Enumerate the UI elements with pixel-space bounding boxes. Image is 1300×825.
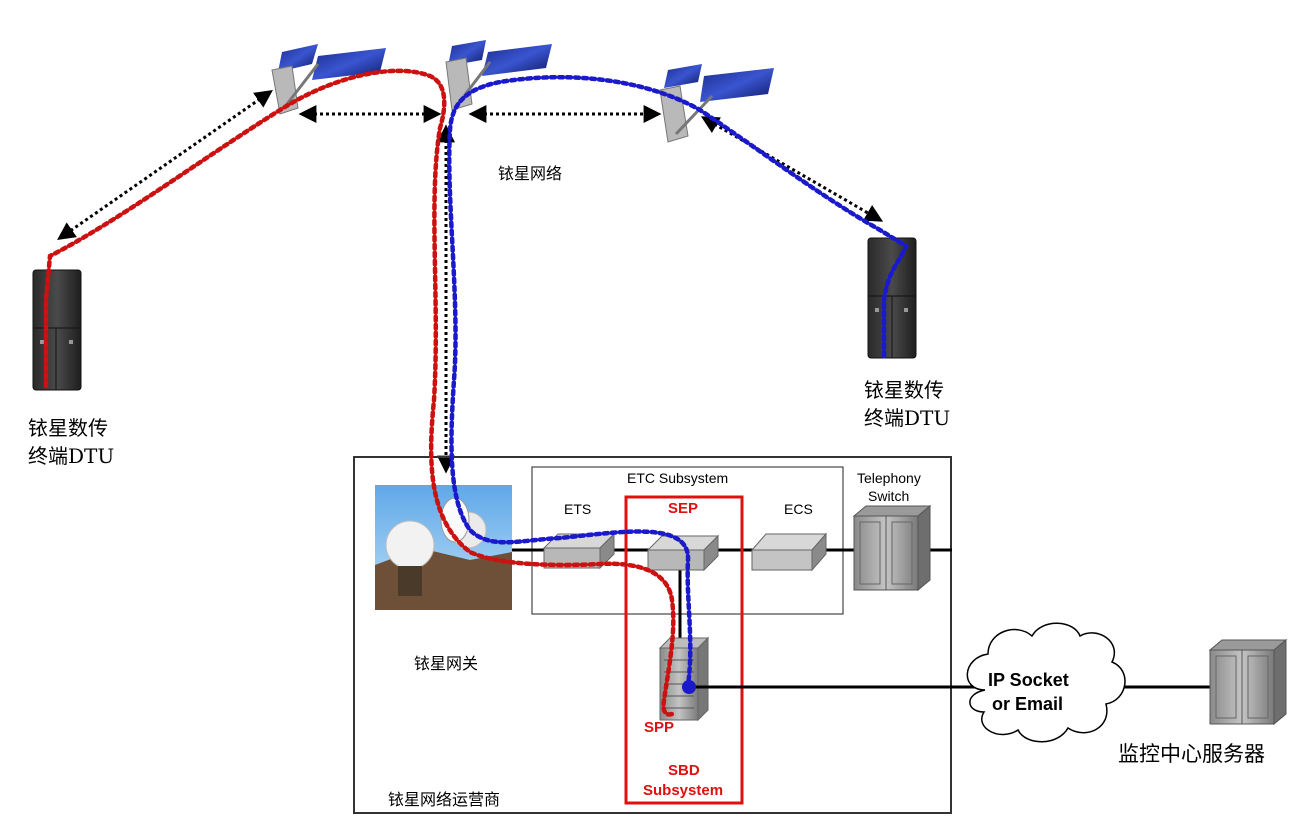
sbd-label-line1: SBD: [668, 762, 700, 779]
telephony-label-line1: Telephony: [857, 470, 921, 486]
dtu-left-label-line2: 终端DTU: [28, 444, 115, 468]
gateway-label: 铱星网关: [414, 654, 479, 673]
etc-subsystem-label: ETC Subsystem: [627, 470, 729, 486]
cloud-label-line1: IP Socket: [988, 670, 1069, 690]
monitor-server-label: 监控中心服务器: [1118, 742, 1265, 766]
cloud-label-line2: or Email: [992, 694, 1064, 714]
telephony-label-line2: Switch: [868, 488, 910, 504]
blue-data-path: [447, 75, 909, 689]
ets-label: ETS: [564, 501, 592, 517]
telephony-switch: [852, 504, 932, 592]
sbd-subsystem-box: [624, 495, 744, 805]
spp-blue-dot: [682, 680, 696, 694]
ecs-label: ECS: [784, 501, 813, 517]
sbd-label-line2: Subsystem: [643, 782, 724, 799]
monitor-server: [1208, 638, 1288, 726]
red-data-path: [43, 68, 676, 717]
gateway-photo: [375, 485, 512, 610]
dtu-right-label-line2: 终端DTU: [864, 406, 951, 430]
dtu-right-label-line1: 铱星数传: [864, 378, 944, 402]
dtu-right: [867, 237, 917, 359]
ip-cloud: [966, 622, 1126, 743]
operator-box: [353, 456, 952, 814]
black-links: [57, 89, 884, 474]
iridium-network-label: 铱星网络: [498, 164, 563, 183]
spp-label: SPP: [644, 719, 675, 736]
sep-label: SEP: [668, 500, 699, 517]
dtu-left: [32, 269, 82, 391]
ecs-device: [750, 532, 828, 572]
dtu-left-label-line1: 铱星数传: [28, 416, 108, 440]
operator-label: 铱星网络运营商: [388, 790, 501, 809]
satellite-right: [659, 64, 774, 143]
